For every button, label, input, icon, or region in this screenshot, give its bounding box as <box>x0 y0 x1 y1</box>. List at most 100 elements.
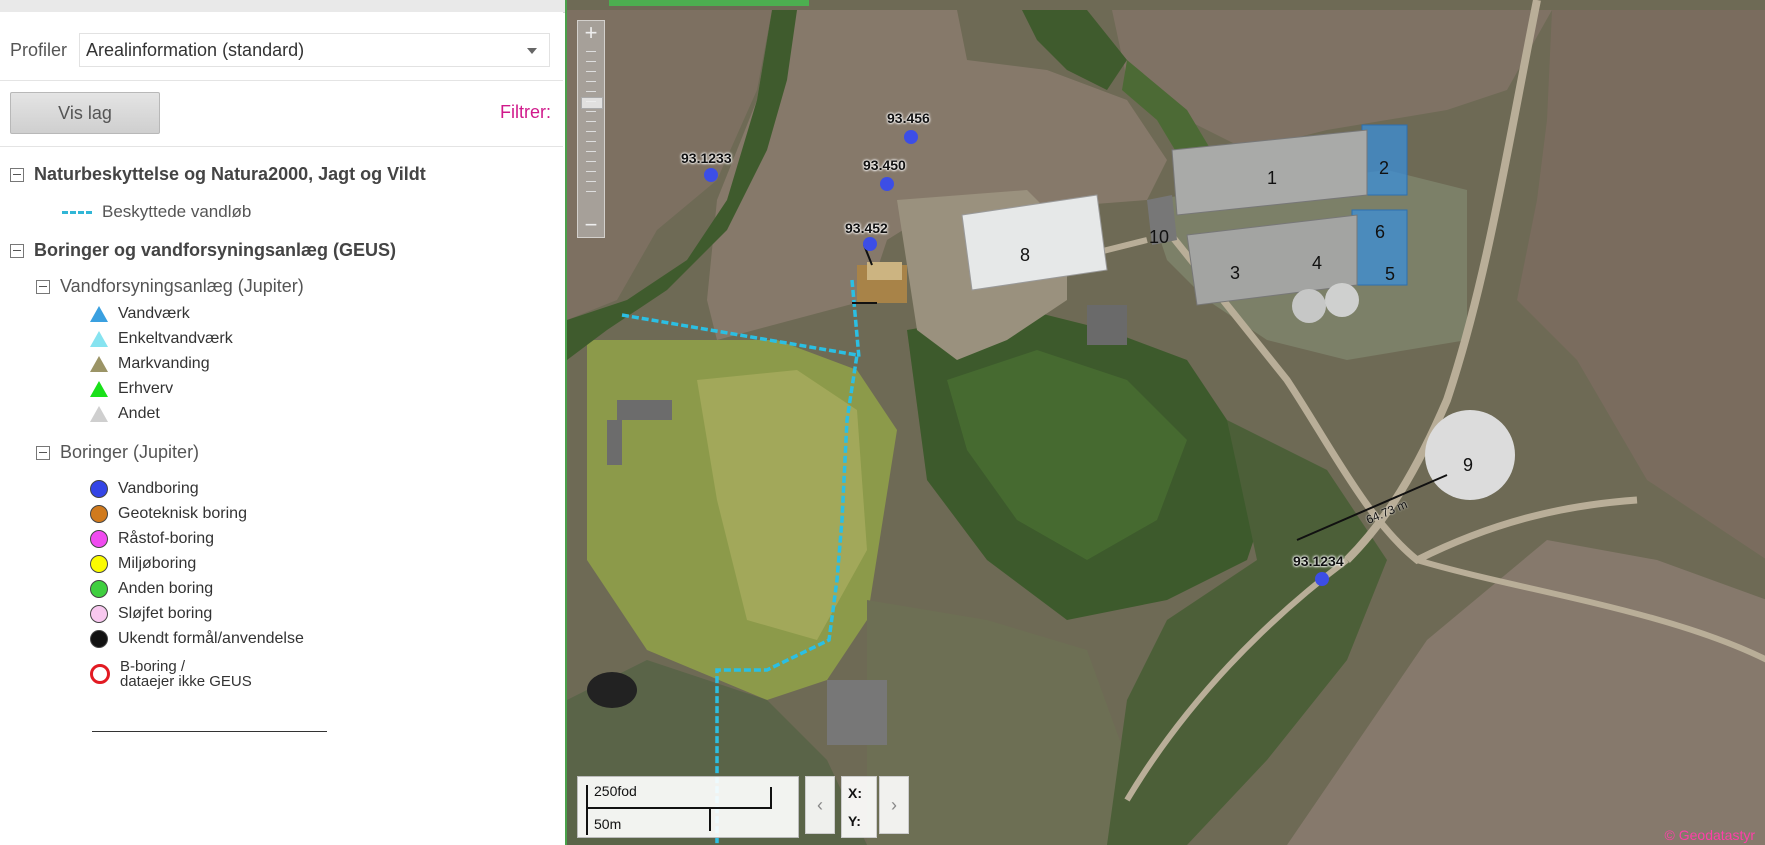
collapse-icon[interactable] <box>10 167 24 182</box>
circle-icon <box>90 530 108 548</box>
legend-item-rastof: Råstof-boring <box>90 530 214 548</box>
well-marker[interactable] <box>863 237 877 251</box>
legend-label: Erhverv <box>118 380 174 397</box>
building-label: 6 <box>1375 222 1386 242</box>
well-marker[interactable] <box>704 168 718 182</box>
well-label: 93.452 <box>845 220 888 236</box>
triangle-icon <box>90 331 108 347</box>
circle-icon <box>90 555 108 573</box>
zoom-out-button[interactable]: − <box>584 212 598 237</box>
legend-label: Vandboring <box>118 480 199 497</box>
legend-label: Råstof-boring <box>118 530 215 547</box>
legend-label: Andet <box>118 405 160 422</box>
group-title: Naturbeskyttelse og Natura2000, Jagt og … <box>34 164 426 184</box>
triangle-icon <box>90 356 108 372</box>
group-boringer-geus[interactable]: Boringer og vandforsyningsanlæg (GEUS) <box>10 240 396 261</box>
vis-lag-button[interactable]: Vis lag <box>10 92 160 134</box>
legend-label: Miljøboring <box>118 555 197 572</box>
prev-button[interactable]: ‹ <box>805 776 835 834</box>
well-marker[interactable] <box>1315 572 1329 586</box>
legend-label-line2: dataejer ikke GEUS <box>120 673 252 690</box>
scale-label-top: 250fod <box>594 783 637 799</box>
well-label: 93.456 <box>887 110 930 126</box>
map-view[interactable]: + − 93.1233 93.456 93.450 93.452 93.1234… <box>565 0 1765 845</box>
triangle-icon <box>90 306 108 322</box>
circle-icon <box>90 580 108 598</box>
building-label: 8 <box>1020 245 1031 265</box>
zoom-control[interactable]: + − <box>577 20 605 238</box>
filter-link[interactable]: Filtrer: <box>500 102 551 122</box>
profile-select-value: Arealinformation (standard) <box>86 39 305 60</box>
chevron-down-icon <box>527 48 537 54</box>
legend-item-ukendt: Ukendt formål/anvendelse <box>90 630 304 648</box>
scale-line <box>709 807 711 831</box>
scale-line <box>770 787 772 809</box>
building-label: 4 <box>1312 253 1323 273</box>
legend-item-enkeltvandvaerk: Enkeltvandværk <box>90 330 233 348</box>
triangle-icon <box>90 406 108 422</box>
coord-y-label: Y: <box>848 813 861 829</box>
zoom-slider-handle[interactable] <box>581 97 603 109</box>
legend-label: Beskyttede vandløb <box>102 202 252 221</box>
zoom-slider-track[interactable] <box>586 51 596 201</box>
building-label: 3 <box>1230 263 1241 283</box>
circle-icon <box>90 605 108 623</box>
legend-item-anden: Anden boring <box>90 580 213 598</box>
coord-x-label: X: <box>848 785 862 801</box>
legend-label-line1: B-boring / <box>120 658 186 675</box>
subgroup-title: Vandforsyningsanlæg (Jupiter) <box>60 276 304 296</box>
ring-icon <box>90 664 110 684</box>
legend-item-b-boring: B-boring / dataejer ikke GEUS <box>90 659 252 689</box>
legend-label: Ukendt formål/anvendelse <box>118 630 304 647</box>
subgroup-boringer[interactable]: Boringer (Jupiter) <box>36 442 199 463</box>
divider <box>0 146 563 147</box>
legend-label: Markvanding <box>118 355 210 372</box>
legend-item-vandvaerk: Vandværk <box>90 305 190 323</box>
scale-label-bottom: 50m <box>594 816 622 832</box>
well-label: 93.1233 <box>681 150 732 166</box>
building-label: 10 <box>1149 227 1170 247</box>
circle-icon <box>90 630 108 648</box>
triangle-icon <box>90 381 108 397</box>
collapse-icon[interactable] <box>10 243 24 258</box>
group-title: Boringer og vandforsyningsanlæg (GEUS) <box>34 240 397 260</box>
well-marker[interactable] <box>880 177 894 191</box>
legend-label: Sløjfet boring <box>118 605 213 622</box>
aerial-imagery <box>567 0 1765 845</box>
coordinate-readout: X: Y: <box>841 776 877 838</box>
legend-item-beskyttede-vandlob: Beskyttede vandløb <box>62 202 251 222</box>
profile-label: Profiler <box>10 39 68 60</box>
profile-select[interactable]: Arealinformation (standard) <box>79 33 550 67</box>
building-label: 9 <box>1463 455 1474 475</box>
circle-icon <box>90 505 108 523</box>
legend-label: Enkeltvandværk <box>118 330 233 347</box>
legend-underline <box>92 731 327 732</box>
dashed-line-icon <box>62 210 92 214</box>
zoom-in-button[interactable]: + <box>584 20 598 45</box>
profile-row: Profiler Arealinformation (standard) <box>0 28 563 72</box>
scale-line <box>586 785 588 835</box>
legend-item-andet: Andet <box>90 405 160 423</box>
layer-panel: Profiler Arealinformation (standard) Vis… <box>0 12 563 845</box>
legend-item-vandboring: Vandboring <box>90 480 199 498</box>
legend-label: B-boring / dataejer ikke GEUS <box>120 659 252 689</box>
group-natur[interactable]: Naturbeskyttelse og Natura2000, Jagt og … <box>10 164 426 185</box>
loading-bar <box>609 0 809 6</box>
well-label: 93.450 <box>863 157 906 173</box>
building-label: 2 <box>1379 158 1390 178</box>
scale-line <box>586 807 772 809</box>
collapse-icon[interactable] <box>36 279 50 294</box>
legend-item-erhverv: Erhverv <box>90 380 173 398</box>
next-button[interactable]: › <box>879 776 909 834</box>
copyright-label: © Geodatastyr <box>1664 827 1755 843</box>
collapse-icon[interactable] <box>36 445 50 460</box>
legend-item-slojfet: Sløjfet boring <box>90 605 212 623</box>
divider <box>0 80 563 81</box>
legend-label: Geoteknisk boring <box>118 505 247 522</box>
legend-label: Vandværk <box>118 305 190 322</box>
legend-label: Anden boring <box>118 580 214 597</box>
well-marker[interactable] <box>904 130 918 144</box>
building-label: 1 <box>1267 168 1278 188</box>
subgroup-vandforsyning[interactable]: Vandforsyningsanlæg (Jupiter) <box>36 276 304 297</box>
subgroup-title: Boringer (Jupiter) <box>60 442 200 462</box>
